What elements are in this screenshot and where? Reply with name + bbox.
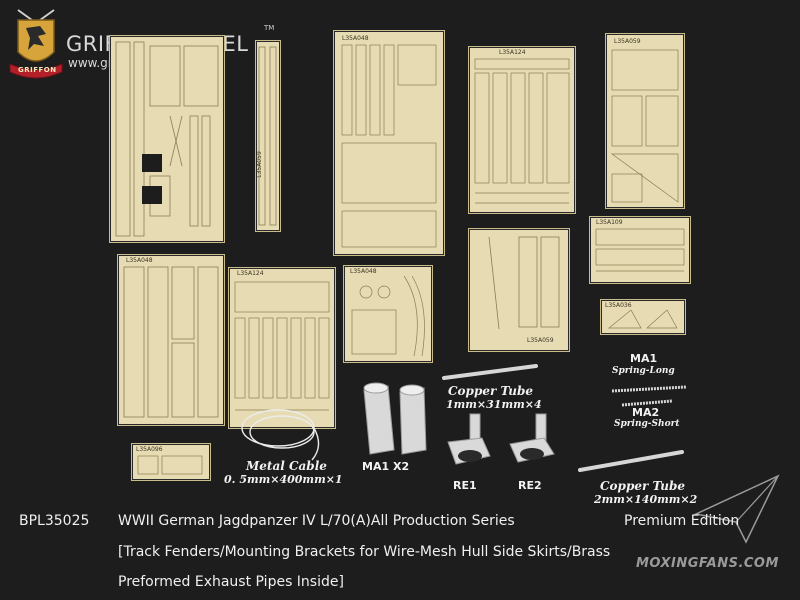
fret-l35a059-topright: L35A059 [605, 33, 685, 209]
ma2-spring-label: MA2 [632, 406, 660, 419]
ma1-tube-label: MA1 [362, 460, 390, 473]
brand-badge-text: GRIFFON [18, 66, 57, 74]
fret-left-tall [109, 35, 225, 243]
caption-edition: Premium Edition [624, 513, 740, 529]
re2-part [506, 412, 560, 472]
metal-cable-title: Metal Cable [246, 459, 327, 473]
copper-tube-1 [440, 362, 540, 382]
cable-coil-icon [241, 409, 320, 461]
copper-tube-2-title: Copper Tube [600, 479, 686, 493]
fret-center: L35A048 [333, 30, 445, 256]
brand-logo: GRIFFON [6, 6, 66, 84]
trademark-mark: TM [264, 24, 275, 32]
fret-code-label: L35A048 [126, 257, 153, 264]
fret-code-label: L35A048 [350, 268, 377, 275]
fret-narrow: L35A059 [255, 40, 281, 232]
fret-l35a059-mid: L35A059 [468, 228, 570, 352]
fret-code-label: L35A059 [614, 38, 641, 45]
ma1-spring-label: MA1 [630, 352, 658, 365]
copper-tube-1-title: Copper Tube [448, 384, 534, 398]
fret-l35a048-left: L35A048 [117, 254, 225, 426]
re1-part [442, 412, 496, 472]
ma2-spring-sub: Spring-Short [614, 419, 680, 429]
fret-l35a096: L35A096 [131, 443, 211, 481]
re1-label: RE1 [453, 479, 477, 492]
paper-plane-watermark-icon [692, 470, 782, 550]
metal-cable-size: 0. 5mm×400mm×1 [224, 473, 343, 486]
caption-code: BPL35025 [19, 513, 90, 529]
fret-l35a124-mid: L35A124 [228, 267, 336, 429]
fret-code-label: L35A096 [136, 446, 163, 453]
re2-label: RE2 [518, 479, 542, 492]
fret-code-label: L35A048 [342, 35, 369, 42]
fret-code-label: L35A124 [237, 270, 264, 277]
copper-tube-2 [576, 448, 686, 474]
copper-tube-2-size: 2mm×140mm×2 [594, 493, 698, 506]
metal-cable-coil [228, 402, 334, 468]
x2-tube-label: X2 [393, 460, 410, 473]
fret-l35a036: L35A036 [600, 299, 686, 335]
caption-line-2: [Track Fenders/Mounting Brackets for Wir… [118, 544, 611, 560]
fret-code-label: L35A109 [596, 219, 623, 226]
fret-code-label: L35A059 [255, 151, 263, 178]
watermark-text: MOXINGFANS.COM [636, 556, 779, 571]
ma1-spring-sub: Spring-Long [612, 366, 675, 376]
spring-short [620, 392, 674, 407]
fret-l35a124-top: L35A124 [468, 46, 576, 214]
caption-line-3: Preformed Exhaust Pipes Inside] [118, 574, 344, 590]
caption-title: WWII German Jagdpanzer IV L/70(A)All Pro… [118, 513, 515, 529]
fret-l35a048-small: L35A048 [343, 265, 433, 363]
fret-code-label: L35A036 [605, 302, 632, 309]
spring-long [610, 378, 688, 393]
fret-code-label: L35A124 [499, 49, 526, 56]
copper-tube-1-size: 1mm×31mm×4 [446, 398, 542, 411]
exhaust-tubes [352, 380, 442, 460]
fret-l35a109: L35A109 [589, 216, 691, 284]
griffon-shield-icon [9, 9, 63, 79]
fret-code-label: L35A059 [527, 337, 554, 344]
